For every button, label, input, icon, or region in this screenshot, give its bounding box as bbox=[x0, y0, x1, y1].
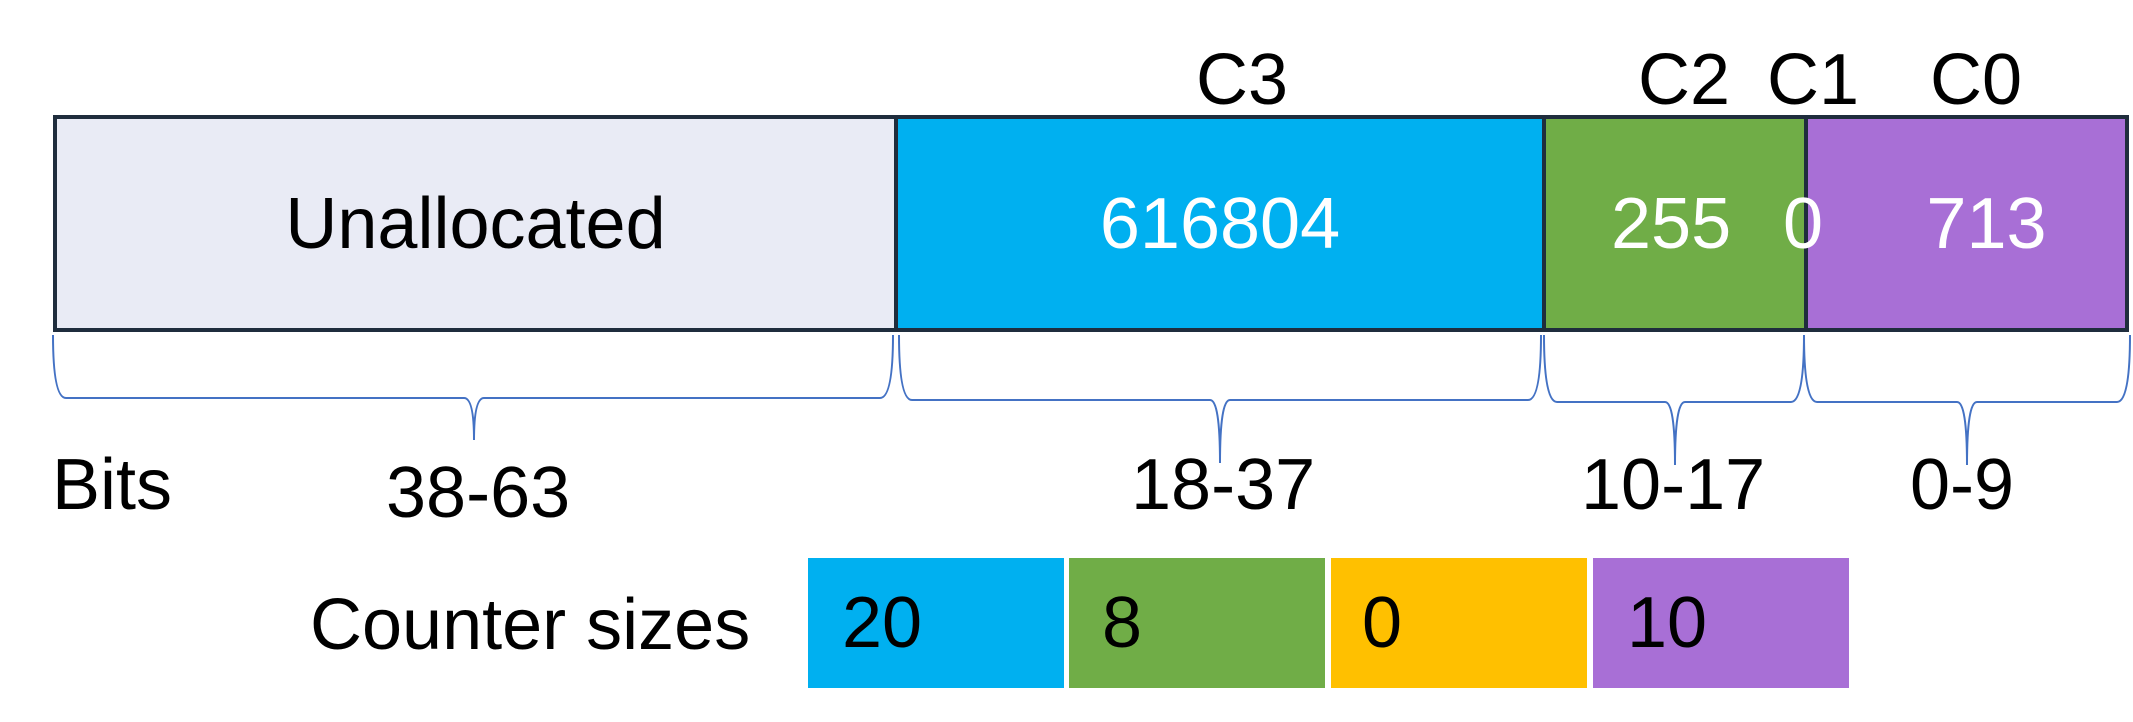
segment-c0: 713 bbox=[1808, 115, 2129, 332]
segment-c0-value: 713 bbox=[1926, 183, 2047, 264]
counter-size-c0: 10 bbox=[1593, 558, 1849, 688]
segment-c1-value: 0 bbox=[1783, 184, 1824, 264]
header-c1: C1 bbox=[1767, 40, 1860, 120]
segment-unallocated: Unallocated bbox=[53, 115, 898, 332]
brace-c0 bbox=[1803, 334, 2131, 466]
segment-unallocated-label: Unallocated bbox=[285, 183, 666, 264]
counter-size-c2-value: 8 bbox=[1102, 583, 1143, 663]
counter-sizes-label: Counter sizes bbox=[310, 585, 751, 665]
brace-c3 bbox=[898, 334, 1542, 464]
bits-range-c2: 10-17 bbox=[1581, 445, 1766, 525]
brace-unallocated bbox=[52, 334, 894, 441]
bits-range-unallocated: 38-63 bbox=[386, 453, 571, 533]
header-c3: C3 bbox=[1196, 40, 1289, 120]
counter-size-c1-value: 0 bbox=[1362, 583, 1403, 663]
register-bar: Unallocated 616804 255 713 0 bbox=[53, 115, 2129, 332]
counter-size-c0-value: 10 bbox=[1627, 583, 1708, 663]
counter-size-c3-value: 20 bbox=[842, 583, 923, 663]
segment-c2: 255 bbox=[1546, 115, 1808, 332]
header-c2: C2 bbox=[1638, 40, 1731, 120]
segment-c3-value: 616804 bbox=[1099, 183, 1341, 264]
bits-range-c3: 18-37 bbox=[1131, 445, 1316, 525]
brace-c2 bbox=[1543, 334, 1805, 466]
header-c0: C0 bbox=[1930, 40, 2023, 120]
segment-c2-value: 255 bbox=[1611, 183, 1732, 264]
bits-range-c0: 0-9 bbox=[1910, 445, 2015, 525]
bits-label: Bits bbox=[52, 445, 173, 525]
counter-size-c1: 0 bbox=[1331, 558, 1587, 688]
counter-size-c2: 8 bbox=[1069, 558, 1325, 688]
segment-c3: 616804 bbox=[898, 115, 1546, 332]
counter-size-c3: 20 bbox=[808, 558, 1064, 688]
